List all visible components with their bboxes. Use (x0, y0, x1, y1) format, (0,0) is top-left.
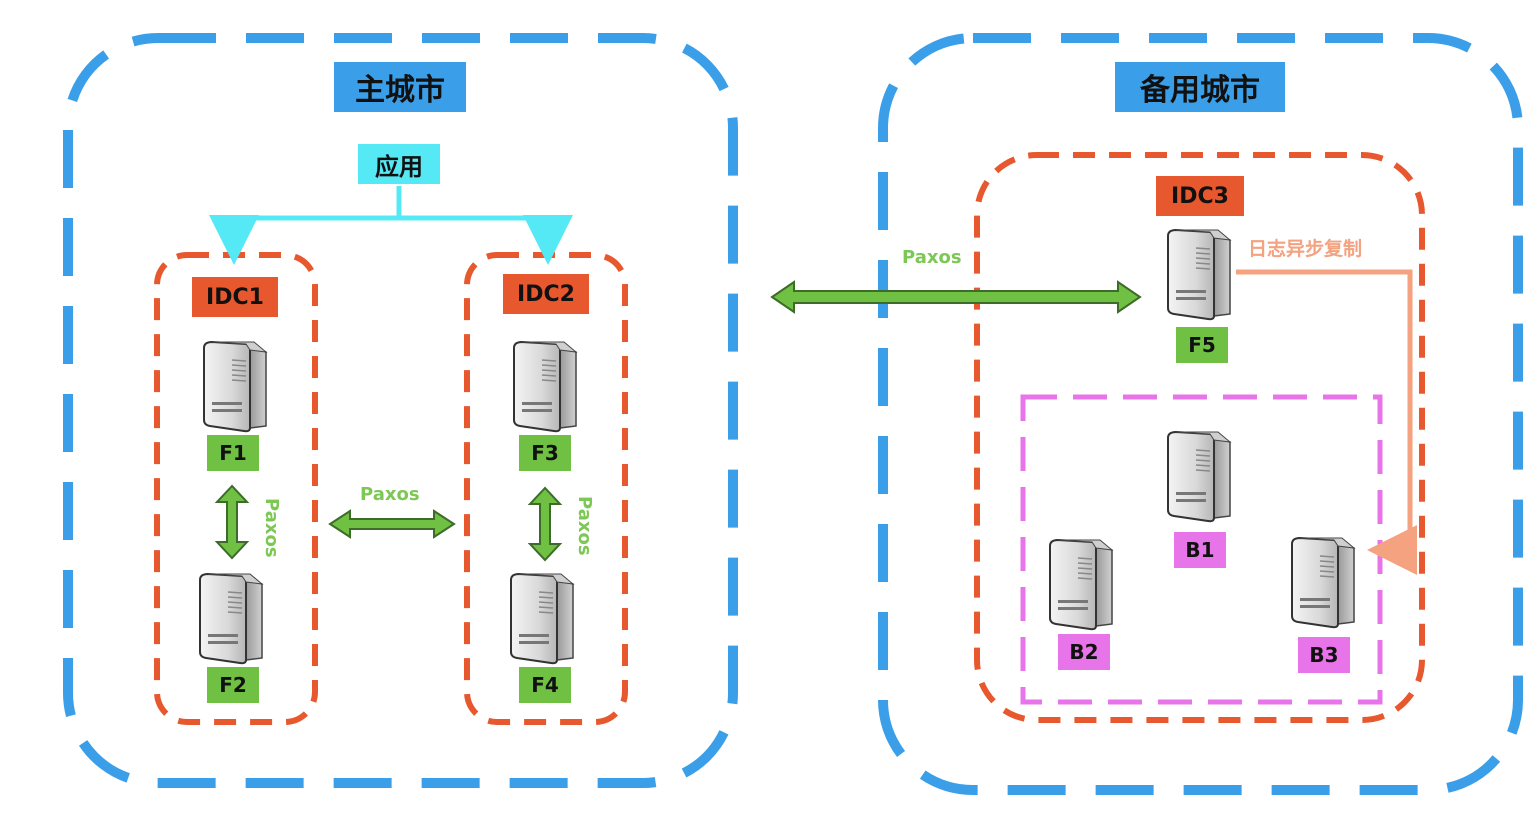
paxos-label-idc1-idc2: Paxos (360, 484, 420, 505)
server-b1-icon (1167, 430, 1232, 523)
paxos-arrow-cross-city (770, 280, 1142, 314)
paxos-arrow-idc1-idc2 (328, 509, 456, 539)
paxos-label-f3-f4: Paxos (574, 496, 595, 556)
server-b3-icon (1291, 536, 1356, 629)
log-replication-arrow (1236, 269, 1417, 575)
idc2-label: IDC2 (503, 274, 589, 314)
node-b2-label: B2 (1058, 634, 1110, 670)
main-city-border (63, 33, 738, 788)
node-f2-label: F2 (207, 667, 259, 703)
node-f5-label: F5 (1176, 327, 1228, 363)
paxos-label-f1-f2: Paxos (261, 498, 282, 558)
backup-city-border (878, 33, 1523, 795)
server-b2-icon (1049, 538, 1114, 631)
node-b1-label: B1 (1174, 532, 1226, 568)
node-f3-label: F3 (519, 435, 571, 471)
app-routing-arrows (209, 186, 573, 265)
backup-city-title: 备用城市 (1115, 62, 1285, 112)
paxos-label-cross-city: Paxos (902, 247, 962, 268)
server-f5-icon (1167, 228, 1232, 321)
servers (199, 228, 1356, 665)
node-f1-label: F1 (207, 435, 259, 471)
server-f4-icon (510, 572, 575, 665)
idc3-label: IDC3 (1156, 176, 1244, 216)
server-f2-icon (199, 572, 264, 665)
app-label: 应用 (358, 144, 440, 184)
paxos-arrow-f1-f2 (214, 484, 250, 560)
paxos-arrow-f3-f4 (527, 486, 563, 562)
main-city-title: 主城市 (334, 62, 466, 112)
node-f4-label: F4 (519, 667, 571, 703)
node-b3-label: B3 (1298, 637, 1350, 673)
idc1-label: IDC1 (192, 277, 278, 317)
idc3-border (974, 152, 1425, 723)
paxos-arrows (214, 280, 1142, 562)
server-f1-icon (203, 340, 268, 433)
server-f3-icon (513, 340, 578, 433)
log-replication-label: 日志异步复制 (1248, 238, 1363, 260)
